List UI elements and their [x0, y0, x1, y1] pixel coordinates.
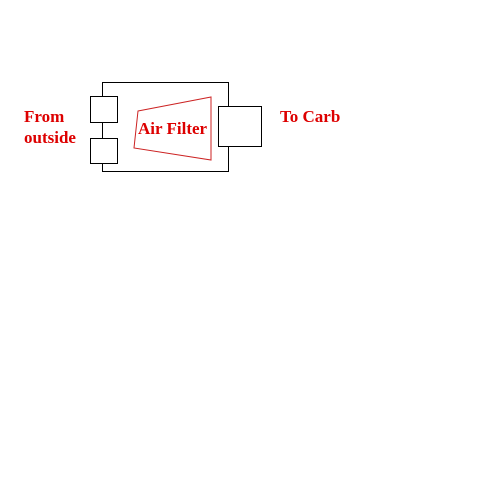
- from-label-line2: outside: [24, 128, 76, 147]
- inlet-upper: [90, 96, 118, 123]
- carb-outlet: [218, 106, 262, 147]
- from-label-line1: From: [24, 107, 64, 126]
- inlet-lower: [90, 138, 118, 164]
- air-filter-label: Air Filter: [138, 119, 208, 138]
- air-filter-element: [133, 96, 212, 161]
- to-carb-label: To Carb: [280, 107, 340, 126]
